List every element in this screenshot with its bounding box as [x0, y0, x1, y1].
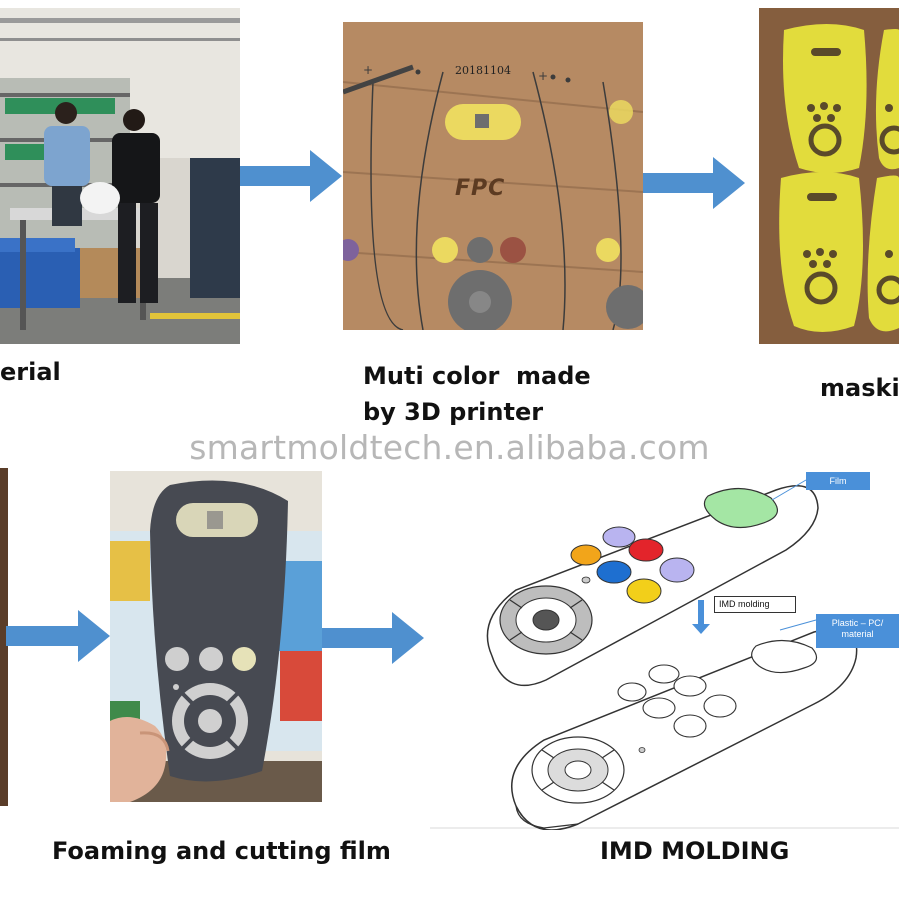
film-callout: Film: [806, 472, 870, 490]
caption-masking: maski: [820, 374, 899, 402]
date-stamp: 20181104: [455, 64, 511, 77]
arrow-right-icon: [240, 150, 342, 202]
arrow-right-icon: [322, 612, 424, 664]
arrow-right-icon: [6, 610, 110, 662]
plastic-callout-line1: Plastic – PC/: [831, 618, 884, 628]
edge-photo: [0, 468, 8, 806]
caption-printer-line2: by 3D printer: [363, 398, 544, 426]
factory-photo: [0, 8, 240, 344]
caption-foaming: Foaming and cutting film: [52, 837, 391, 865]
masking-photo: [759, 8, 899, 344]
plastic-callout: Plastic – PC/ material: [816, 614, 899, 648]
caption-imd: IMD MOLDING: [600, 837, 790, 865]
imd-diagram: Film IMD molding Plastic – PC/ material: [430, 462, 899, 831]
watermark: smartmoldtech.en.alibaba.com: [189, 428, 710, 467]
arrow-right-icon: [643, 157, 745, 209]
caption-printer-line1: Muti color made: [363, 362, 591, 390]
imd-molding-callout: IMD molding: [714, 596, 796, 613]
svg-text:+: +: [538, 69, 548, 83]
caption-material: erial: [0, 358, 61, 386]
foamed-film-photo: [110, 471, 322, 802]
brand-logo: FPC: [455, 176, 506, 201]
plastic-callout-line2: material: [841, 628, 874, 639]
printed-film-photo: + + 20181104 FPC: [343, 22, 643, 330]
svg-text:+: +: [363, 63, 373, 77]
